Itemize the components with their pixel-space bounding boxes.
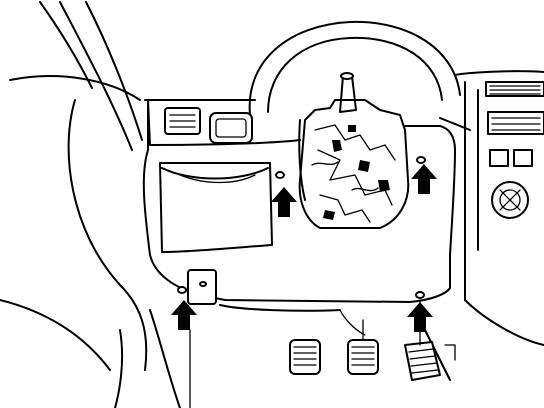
arrow-up-icon xyxy=(171,300,197,330)
dash-vent xyxy=(164,107,201,135)
fastener-lower-right xyxy=(415,291,425,299)
accelerator-pedal xyxy=(404,299,441,381)
console-slot xyxy=(487,111,544,135)
arrow-up-icon xyxy=(407,302,433,332)
door-panel xyxy=(0,75,148,408)
brake-pedal xyxy=(347,319,379,375)
arrow-up-icon xyxy=(411,164,437,194)
dash-switch xyxy=(209,112,253,144)
console-button xyxy=(489,149,509,167)
fastener-upper-left xyxy=(275,171,285,179)
center-console xyxy=(454,70,544,346)
storage-compartment xyxy=(159,162,273,253)
console-knob-icon xyxy=(491,181,529,219)
steering-wheel xyxy=(248,20,461,116)
fastener-lower-left xyxy=(177,269,217,305)
fastener-upper-right xyxy=(416,156,426,164)
console-button xyxy=(513,149,533,167)
steering-column xyxy=(298,72,410,229)
lower-dash-panel xyxy=(142,99,456,303)
arrow-up-icon xyxy=(271,187,297,217)
clutch-pedal xyxy=(289,339,321,375)
